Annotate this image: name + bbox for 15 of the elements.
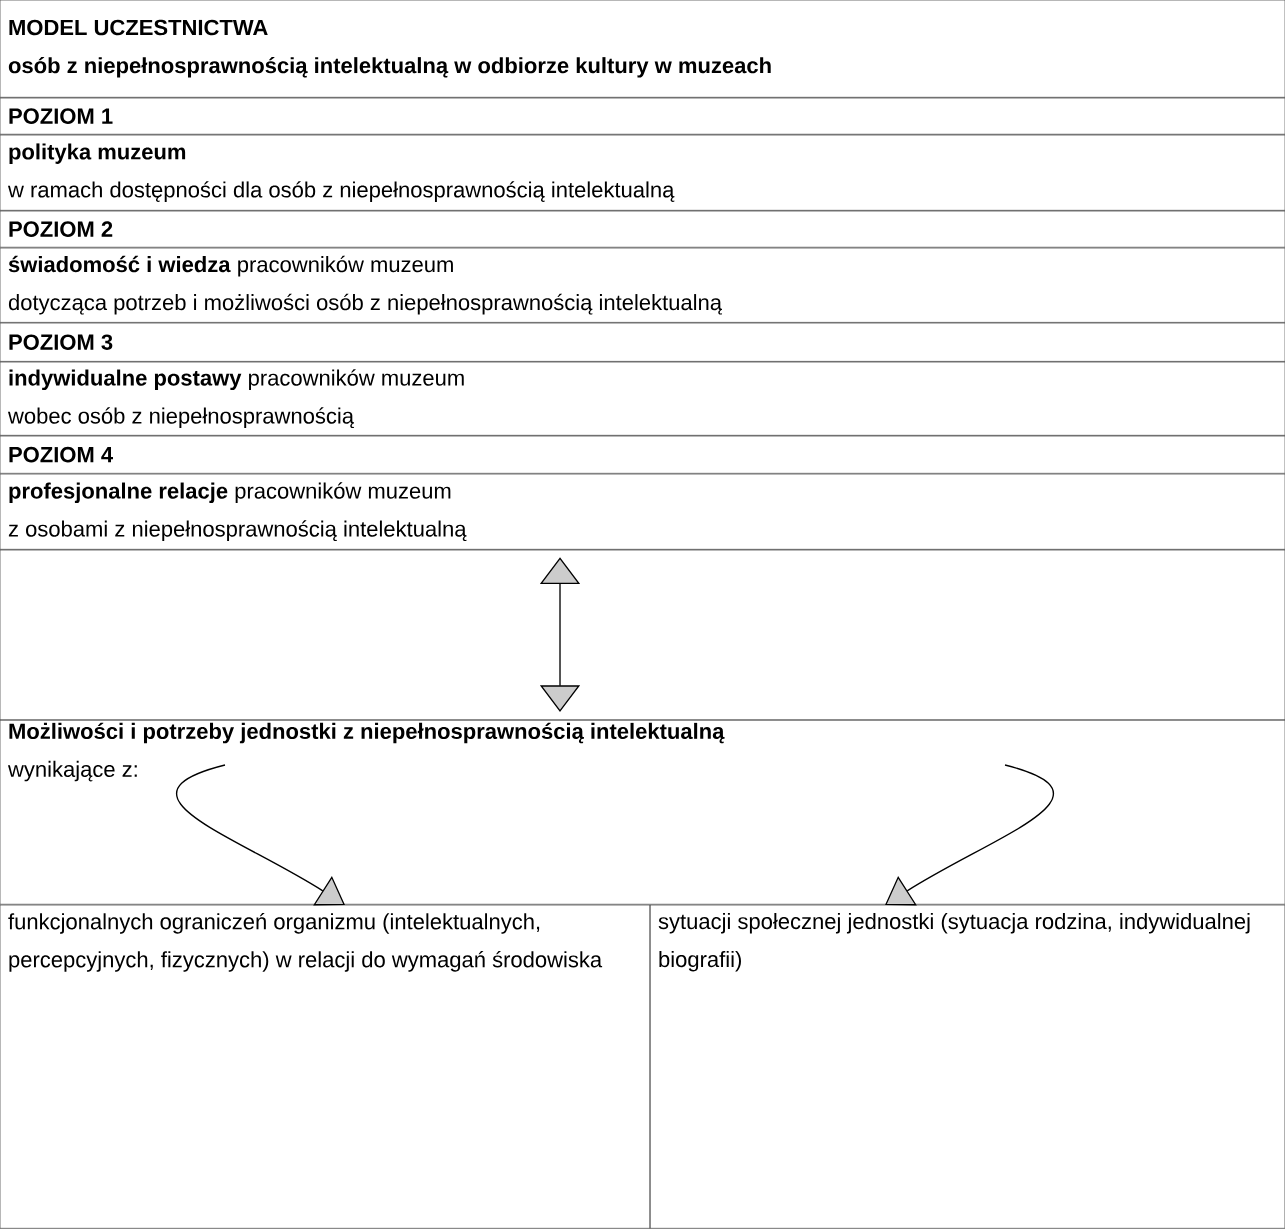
factor-cell: funkcjonalnych ograniczeń organizmu (intelektualnych, percepcyjnych, fizycznych) w relacji do wymagań środowiska [0,904,651,1229]
title-cell: MODEL UCZESTNICTWA osób z niepełnosprawnością intelektualną w odbiorze kultury w muzeach [0,0,1285,98]
description-cell: świadomość i wiedza pracowników muzeum dotycząca potrzeb i możliwości osób z niepełnosprawnością intelektualną [0,247,1285,323]
description-cell: polityka muzeum w ramach dostępności dla osób z niepełnosprawnością intelektualną [0,134,1285,211]
curved-arrow [176,764,345,906]
description-cell: indywidualne postawy pracowników muzeum wobec osób z niepełnosprawnością [0,361,1285,436]
curved-arrow [885,764,1054,906]
level-header-cell: POZIOM 1 [0,97,1285,135]
description-cell: profesjonalne relacje pracowników muzeum z osobami z niepełnosprawnością intelektualną [0,473,1285,550]
level-header-cell: POZIOM 3 [0,322,1285,362]
level-header-cell: POZIOM 2 [0,210,1285,248]
needs-cell: Możliwości i potrzeby jednostki z niepełnosprawnością intelektualną wynikające z: [0,719,1285,905]
level-header-cell: POZIOM 4 [0,435,1285,474]
factor-cell: sytuacji społecznej jednostki (sytuacja rodzina, indywidualnej biografii) [649,904,1285,1229]
double-arrow [539,557,581,712]
